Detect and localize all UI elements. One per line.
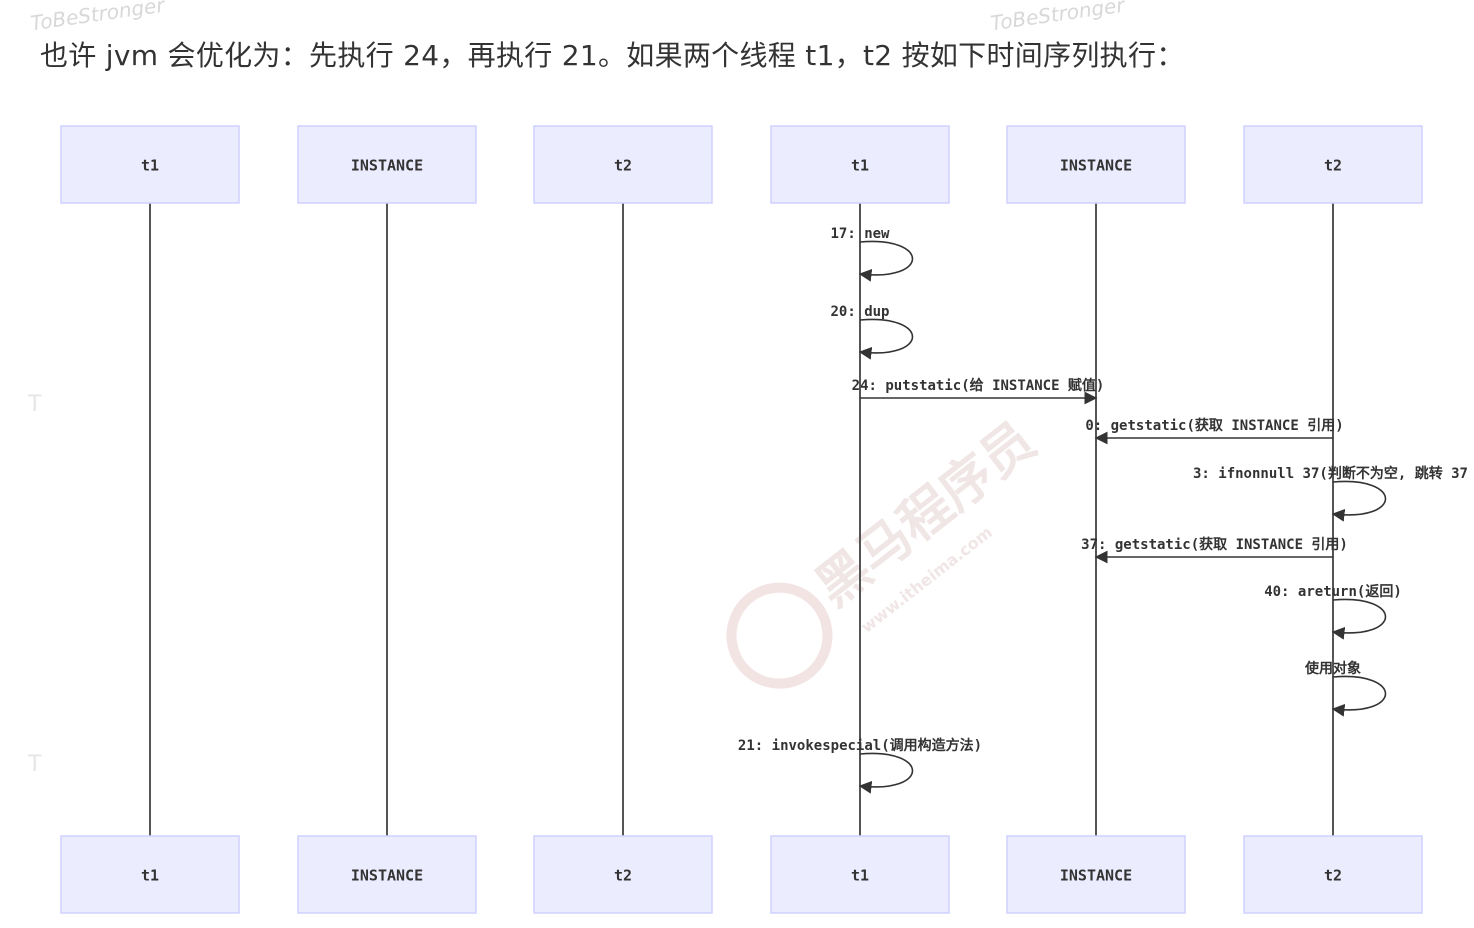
page-heading: 也许 jvm 会优化为：先执行 24，再执行 21。如果两个线程 t1，t2 按… (40, 39, 1185, 72)
participant-label-top-6: t2 (1324, 157, 1342, 175)
center-watermark: 黑马程序员 www.itheima.com (726, 411, 1047, 689)
participant-box-top-1 (60, 125, 240, 204)
participant-box-bottom-4 (770, 835, 950, 914)
message-label-4: 0: getstatic(获取 INSTANCE 引用) (1085, 417, 1343, 434)
participant-box-bottom-2 (297, 835, 477, 914)
participant-label-bottom-4: t1 (851, 867, 869, 885)
participant-label-bottom-6: t2 (1324, 867, 1342, 885)
participant-label-bottom-1: t1 (141, 867, 159, 885)
participant-label-top-4: t1 (851, 157, 869, 175)
message-arrow-9 (858, 752, 914, 794)
participant-box-top-3 (533, 125, 713, 204)
participant-box-top-4 (770, 125, 950, 204)
participant-label-top-5: INSTANCE (1060, 157, 1132, 175)
participant-box-bottom-1 (60, 835, 240, 914)
message-arrow-1 (858, 240, 914, 282)
message-arrow-2 (858, 318, 914, 360)
participant-box-top-5 (1006, 125, 1186, 204)
message-label-6: 37: getstatic(获取 INSTANCE 引用) (1081, 536, 1348, 553)
participant-box-bottom-3 (533, 835, 713, 914)
participant-box-top-6 (1243, 125, 1423, 204)
message-arrow-7 (1331, 598, 1387, 640)
message-label-2: 20: dup (830, 304, 889, 320)
participant-label-top-3: t2 (614, 157, 632, 175)
participant-box-bottom-6 (1243, 835, 1423, 914)
message-label-5: 3: ifnonnull 37(判断不为空, 跳转 37 (1193, 465, 1468, 482)
participant-label-bottom-2: INSTANCE (351, 867, 423, 885)
message-label-7: 40: areturn(返回) (1264, 583, 1402, 600)
participant-label-bottom-5: INSTANCE (1060, 867, 1132, 885)
watermark-side-letter-2: T (28, 752, 42, 777)
message-label-3: 24: putstatic(给 INSTANCE 赋值) (852, 377, 1105, 394)
participant-label-bottom-3: t2 (614, 867, 632, 885)
participant-label-top-2: INSTANCE (351, 157, 423, 175)
participant-box-bottom-5 (1006, 835, 1186, 914)
message-label-1: 17: new (830, 226, 890, 242)
participant-box-top-2 (297, 125, 477, 204)
message-label-8: 使用对象 (1304, 660, 1361, 677)
message-arrow-5 (1331, 480, 1387, 522)
watermark-side-letter-1: T (28, 392, 42, 417)
message-arrow-8 (1331, 675, 1387, 717)
participant-label-top-1: t1 (141, 157, 159, 175)
message-label-9: 21: invokespecial(调用构造方法) (738, 737, 982, 754)
